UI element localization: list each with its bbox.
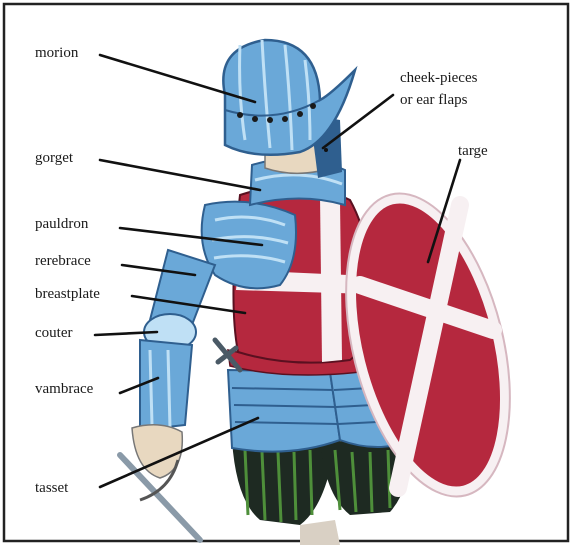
- label-breastplate: breastplate: [35, 286, 100, 302]
- label-pauldron: pauldron: [35, 216, 89, 232]
- label-vambrace: vambrace: [35, 381, 94, 397]
- label-cheek-pieces-line2: or ear flaps: [400, 92, 468, 108]
- label-couter: couter: [35, 325, 72, 341]
- label-gorget: gorget: [35, 150, 74, 166]
- label-targe: targe: [458, 143, 488, 159]
- label-cheek-pieces-line1: cheek-pieces: [400, 70, 478, 86]
- label-tasset: tasset: [35, 480, 69, 496]
- label-morion: morion: [35, 45, 79, 61]
- label-rerebrace: rerebrace: [35, 253, 91, 269]
